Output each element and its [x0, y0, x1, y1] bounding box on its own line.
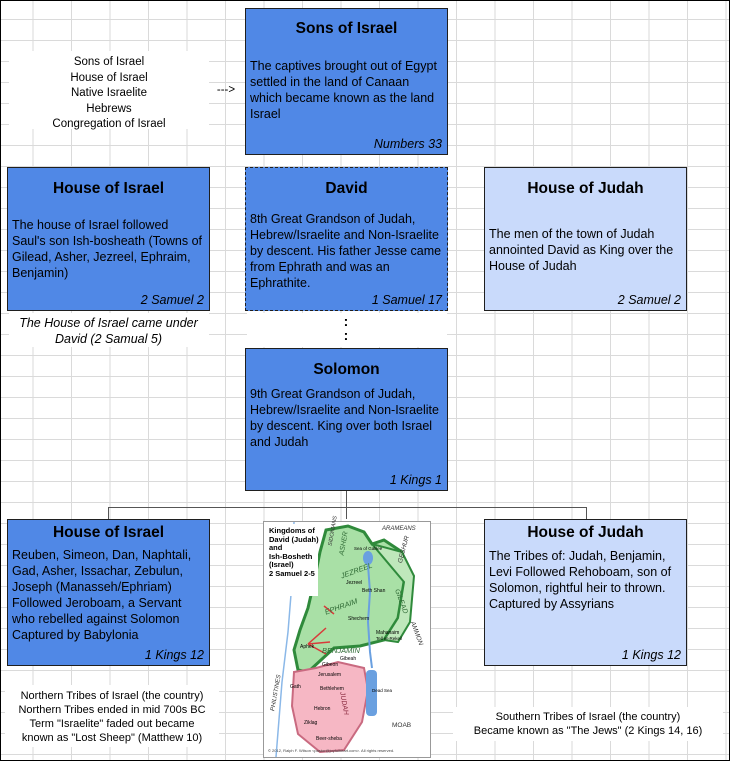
- northern-tribes-note: Northern Tribes of Israel (the country) …: [3, 689, 221, 745]
- house-of-judah-box: House of Judah The men of the town of Ju…: [484, 167, 687, 311]
- connector-line: [108, 507, 109, 519]
- note-line: Northern Tribes of Israel (the country): [20, 690, 204, 702]
- continuation-mark: :: [343, 313, 349, 329]
- house-of-israel-box: House of Israel The house of Israel foll…: [7, 167, 210, 311]
- box-reference: 2 Samuel 2: [140, 293, 204, 307]
- sons-of-israel-box: Sons of Israel The captives brought out …: [245, 8, 448, 155]
- map-town-label: Mahanaim: [376, 630, 400, 636]
- map-caption-line: Ish-Bosheth: [269, 551, 313, 561]
- map-town-label: Beth Shan: [362, 588, 386, 594]
- box-body: The captives brought out of Egypt settle…: [250, 59, 437, 121]
- box-body: The men of the town of Judah annointed D…: [489, 227, 674, 273]
- map-town-label: Aphek: [300, 644, 315, 650]
- map-town-label: Hebron: [314, 706, 331, 712]
- names-list-item: House of Israel: [70, 71, 148, 84]
- map-town-label: Jerusalem: [318, 672, 342, 678]
- arrow-text: --->: [216, 84, 236, 96]
- map-region-label: ARAMEANS: [382, 526, 416, 532]
- box-title: House of Judah: [527, 524, 644, 541]
- box-body: 8th Great Grandson of Judah, Hebrew/Isra…: [250, 212, 442, 290]
- map-town-label: Gibeah: [340, 656, 357, 662]
- map-town-label: Tell er-Rekeil: [376, 636, 403, 641]
- david-box: David 8th Great Grandson of Judah, Hebre…: [245, 167, 448, 311]
- map-caption-line: and: [269, 543, 283, 552]
- note-line: known as "Lost Sheep" (Matthew 10): [21, 732, 203, 744]
- box-reference: 1 Kings 12: [144, 648, 204, 662]
- box-body: The Tribes of: Judah, Benjamin, Levi Fol…: [489, 549, 672, 611]
- names-list-item: Congregation of Israel: [52, 118, 166, 130]
- names-list-item: Native Israelite: [70, 87, 148, 99]
- box-reference: 1 Kings 1: [389, 473, 442, 487]
- box-title: Sons of Israel: [295, 20, 398, 37]
- map-town-label: Sea of Galilee: [354, 546, 383, 551]
- box-reference: 2 Samuel 2: [617, 293, 681, 307]
- map-town-label: Dead Sea: [372, 688, 393, 693]
- continuation-mark: :: [343, 327, 349, 343]
- names-list-item: Sons of Israel: [73, 56, 145, 68]
- box-reference: Numbers 33: [373, 137, 442, 151]
- house-of-judah-box: House of Judah The Tribes of: Judah, Ben…: [484, 519, 687, 666]
- box-title: David: [325, 180, 368, 197]
- box-title: Solomon: [313, 361, 380, 378]
- map-town-label: Gath: [290, 684, 301, 690]
- note-line: Became known as "The Jews" (2 Kings 14, …: [473, 725, 703, 737]
- connector-line: [346, 507, 347, 519]
- southern-tribes-note: Southern Tribes of Israel (the country) …: [449, 710, 727, 738]
- connector-line: [108, 507, 586, 508]
- box-title: House of Israel: [52, 524, 165, 541]
- map-credit: © 2012, Ralph F. Wilson <pastor@joyfulhe…: [268, 748, 395, 753]
- box-body: 9th Great Grandson of Judah, Hebrew/Isra…: [250, 387, 439, 449]
- map-caption-line: David (Judah): [269, 534, 319, 544]
- note-line: Northern Tribes ended in mid 700s BC: [18, 704, 206, 716]
- map-town-label: Bethlehem: [320, 686, 344, 692]
- map-caption-line: (Israel): [269, 560, 294, 569]
- names-list-item: Hebrews: [86, 102, 132, 115]
- map-town-label: Gibeon: [322, 662, 339, 668]
- box-body: The house of Israel followed Saul's son …: [12, 218, 202, 280]
- kingdoms-map: Kingdoms of David (Judah) and Ish-Boshet…: [263, 516, 431, 758]
- map-region-label: BENJAMIN: [322, 646, 360, 655]
- box-title: House of Judah: [527, 180, 644, 197]
- box-reference: 1 Kings 12: [621, 648, 681, 662]
- map-graphic: [264, 521, 430, 758]
- map-caption: Kingdoms of David (Judah) and Ish-Boshet…: [269, 526, 319, 578]
- map-town-label: Jezreel: [346, 580, 363, 586]
- connector-line: [586, 507, 587, 519]
- connector-line: [346, 491, 347, 507]
- map-town-label: Shechem: [348, 616, 370, 622]
- box-body: Reuben, Simeon, Dan, Naphtali, Gad, Ashe…: [12, 548, 192, 642]
- house-of-israel-box: House of Israel Reuben, Simeon, Dan, Nap…: [7, 519, 210, 666]
- box-title: House of Israel: [52, 180, 165, 197]
- solomon-box: Solomon 9th Great Grandson of Judah, Heb…: [245, 348, 448, 491]
- box-reference: 1 Samuel 17: [371, 293, 442, 307]
- map-caption-line: 2 Samuel 2-5: [269, 568, 315, 578]
- israel-under-david-note: The House of Israel came under David (2 …: [19, 316, 198, 346]
- map-caption-line: Kingdoms of: [269, 526, 315, 535]
- note-line: Southern Tribes of Israel (the country): [495, 711, 681, 723]
- map-town-label: Beer-sheba: [316, 736, 342, 742]
- map-region-label: MOAB: [392, 722, 412, 729]
- note-line: Term "Israelite" faded out became: [29, 718, 195, 730]
- names-list: Sons of Israel House of Israel Native Is…: [9, 55, 209, 133]
- map-town-label: Ziklag: [304, 720, 318, 726]
